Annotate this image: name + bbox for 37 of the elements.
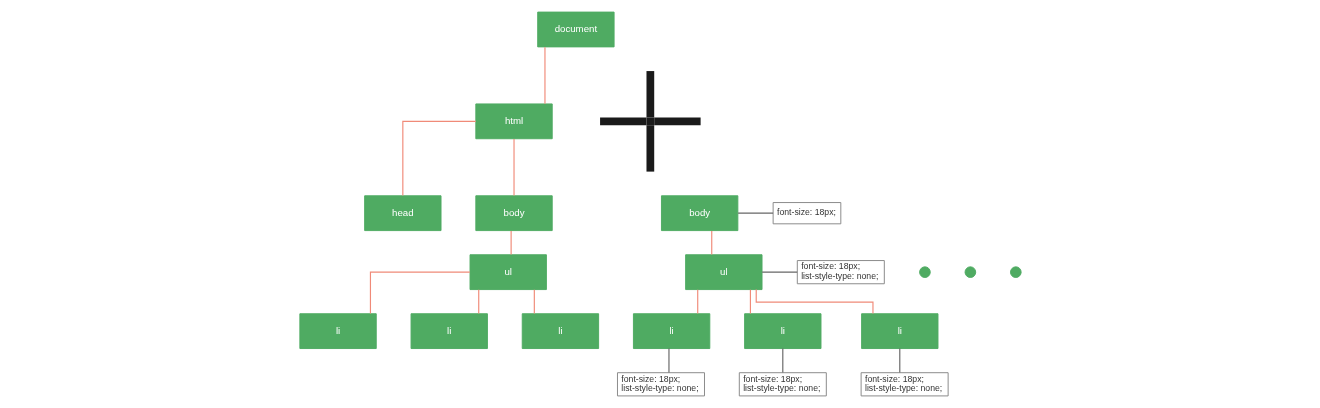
connector bbox=[667, 347, 670, 374]
connector bbox=[781, 347, 783, 374]
node-box: body bbox=[660, 195, 738, 232]
connector bbox=[710, 230, 712, 256]
node-box: document bbox=[536, 11, 615, 48]
node-circle bbox=[964, 266, 976, 278]
node-box: li bbox=[521, 313, 599, 350]
connector bbox=[533, 289, 535, 315]
node-box: li bbox=[860, 313, 938, 350]
connector bbox=[369, 271, 470, 315]
node-box: ul bbox=[684, 254, 762, 291]
node-circle bbox=[1009, 266, 1022, 278]
connector bbox=[898, 347, 900, 374]
node-box: body bbox=[474, 195, 553, 232]
node-box: li bbox=[410, 313, 488, 350]
node-box: font-size: 18px; list-style-type: none; bbox=[616, 372, 705, 397]
connector bbox=[510, 230, 512, 256]
node-box: font-size: 18px; bbox=[772, 202, 841, 225]
node-box: li bbox=[298, 313, 377, 350]
node-circle bbox=[918, 266, 931, 278]
node-box: font-size: 18px; list-style-type: none; bbox=[860, 372, 949, 397]
connector bbox=[755, 289, 874, 315]
connector bbox=[749, 289, 751, 315]
connector bbox=[401, 120, 476, 197]
connector bbox=[761, 271, 798, 273]
node-box: li bbox=[632, 313, 710, 350]
node-box: font-size: 18px; list-style-type: none; bbox=[738, 372, 827, 397]
node-box: font-size: 18px; list-style-type: none; bbox=[796, 260, 885, 285]
connector bbox=[477, 289, 479, 315]
connector bbox=[696, 289, 698, 315]
node-box: li bbox=[743, 313, 821, 350]
connector bbox=[512, 138, 515, 197]
connector bbox=[737, 212, 774, 214]
node-box: ul bbox=[469, 254, 547, 291]
node-box: html bbox=[474, 103, 553, 140]
node-box: head bbox=[363, 195, 441, 232]
connector bbox=[543, 46, 546, 105]
